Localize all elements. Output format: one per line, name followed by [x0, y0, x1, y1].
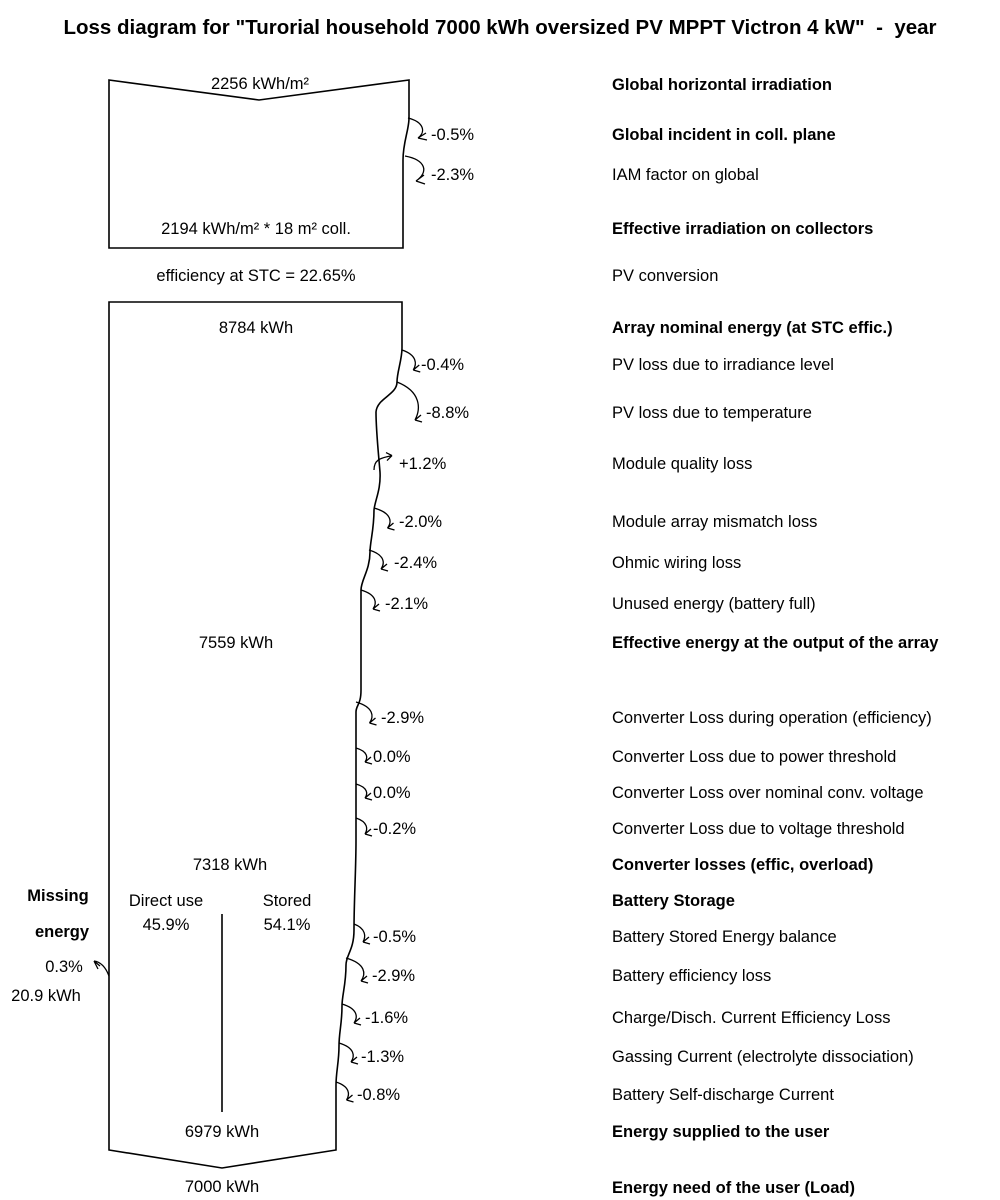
- loss-arrow-irrlevel: [401, 349, 421, 373]
- ghi-value: 2256 kWh/m²: [211, 75, 310, 93]
- change-value-temp: -8.8%: [426, 404, 469, 422]
- row-label-charge: Charge/Disch. Current Efficiency Loss: [612, 1009, 890, 1027]
- change-value-batteff: -2.9%: [372, 967, 415, 985]
- loss-arrow-temp: [396, 381, 423, 423]
- nominal-value: 8784 kWh: [219, 319, 293, 337]
- loss-arrows: [335, 349, 423, 1103]
- direct-use-label: Direct use: [129, 892, 203, 910]
- row-label-ghi: Global horizontal irradiation: [612, 76, 832, 94]
- loss-arrow-unused: [360, 589, 381, 612]
- loss-arrow-quality: [373, 452, 393, 471]
- loss-arrow-gassing: [338, 1042, 359, 1065]
- energy-flow-band: [108, 301, 403, 1169]
- stored-value: 54.1%: [264, 916, 311, 934]
- missing-energy-arrow: [93, 960, 110, 977]
- loss-arrow-gincoll: [407, 117, 428, 141]
- change-value-ohmic: -2.4%: [394, 554, 437, 572]
- row-label-pvconv: PV conversion: [612, 267, 718, 285]
- change-value-convpow: 0.0%: [373, 748, 411, 766]
- change-value-selfdis: -0.8%: [357, 1086, 400, 1104]
- change-value-mismatch: -2.0%: [399, 513, 442, 531]
- row-label-convlosses: Converter losses (effic, overload): [612, 856, 873, 874]
- loss-arrow-mismatch: [373, 507, 395, 531]
- row-label-gassing: Gassing Current (electrolyte dissociatio…: [612, 1048, 914, 1066]
- change-value-battbal: -0.5%: [373, 928, 416, 946]
- row-label-batteff: Battery efficiency loss: [612, 967, 771, 985]
- row-label-convvolt: Converter Loss over nominal conv. voltag…: [612, 784, 924, 802]
- stc-efficiency: efficiency at STC = 22.65%: [156, 267, 356, 285]
- row-label-convop: Converter Loss during operation (efficie…: [612, 709, 932, 727]
- change-value-unused: -2.1%: [385, 595, 428, 613]
- row-label-iam: IAM factor on global: [612, 166, 759, 184]
- row-label-gincoll: Global incident in coll. plane: [612, 126, 836, 144]
- loss-arrow-batteff: [345, 957, 369, 984]
- missing-energy-label-1: Missing: [27, 887, 88, 905]
- row-label-effirr: Effective irradiation on collectors: [612, 220, 873, 238]
- row-label-battbal: Battery Stored Energy balance: [612, 928, 837, 946]
- change-value-convop: -2.9%: [381, 709, 424, 727]
- row-label-convpow: Converter Loss due to power threshold: [612, 748, 896, 766]
- change-value-quality: +1.2%: [399, 455, 447, 473]
- row-label-convthr: Converter Loss due to voltage threshold: [612, 820, 905, 838]
- need-value: 7000 kWh: [185, 1178, 259, 1196]
- direct-use-value: 45.9%: [143, 916, 190, 934]
- row-label-temp: PV loss due to temperature: [612, 404, 812, 422]
- supplied-value: 6979 kWh: [185, 1123, 259, 1141]
- row-label-need: Energy need of the user (Load): [612, 1179, 855, 1197]
- missing-energy-label-2: energy: [35, 923, 90, 941]
- missing-energy-percent: 0.3%: [45, 958, 83, 976]
- loss-arrow-convpow: [355, 747, 373, 765]
- row-label-ohmic: Ohmic wiring loss: [612, 554, 741, 572]
- missing-energy-kwh: 20.9 kWh: [11, 987, 81, 1005]
- change-value-gassing: -1.3%: [361, 1048, 404, 1066]
- irradiation-flow-band: [108, 79, 410, 249]
- row-label-supplied: Energy supplied to the user: [612, 1123, 830, 1141]
- change-value-iam: -2.3%: [431, 166, 474, 184]
- stored-label: Stored: [263, 892, 312, 910]
- row-label-irrlevel: PV loss due to irradiance level: [612, 356, 834, 374]
- change-values: -0.5% -2.3% -0.4% -8.8% +1.2% -2.0% -2.4% -2.1%…: [357, 126, 474, 1104]
- diagram-title: Loss diagram for "Turorial household 700…: [63, 16, 936, 39]
- arrayout-value: 7559 kWh: [199, 634, 273, 652]
- change-value-gincoll: -0.5%: [431, 126, 474, 144]
- loss-arrow-selfdis: [335, 1081, 354, 1103]
- row-label-unused: Unused energy (battery full): [612, 595, 816, 613]
- loss-arrow-convop: [355, 701, 377, 726]
- loss-arrow-convvolt: [355, 783, 373, 801]
- change-value-convthr: -0.2%: [373, 820, 416, 838]
- loss-arrow-convthr: [355, 817, 373, 837]
- loss-arrow-iam: [404, 155, 426, 185]
- loss-arrow-battbal: [353, 923, 371, 945]
- change-value-charge: -1.6%: [365, 1009, 408, 1027]
- row-label-mismatch: Module array mismatch loss: [612, 513, 817, 531]
- row-label-arrayout: Effective energy at the output of the ar…: [612, 634, 939, 652]
- row-label-nominal: Array nominal energy (at STC effic.): [612, 319, 893, 337]
- row-label-selfdis: Battery Self-discharge Current: [612, 1086, 834, 1104]
- loss-arrow-ohmic: [368, 549, 389, 572]
- row-label-battstorage: Battery Storage: [612, 892, 735, 910]
- change-value-convvolt: 0.0%: [373, 784, 411, 802]
- row-label-quality: Module quality loss: [612, 455, 752, 473]
- change-value-irrlevel: -0.4%: [421, 356, 464, 374]
- effirr-value: 2194 kWh/m² * 18 m² coll.: [161, 220, 351, 238]
- convlosses-value: 7318 kWh: [193, 856, 267, 874]
- loss-arrow-charge: [341, 1003, 362, 1026]
